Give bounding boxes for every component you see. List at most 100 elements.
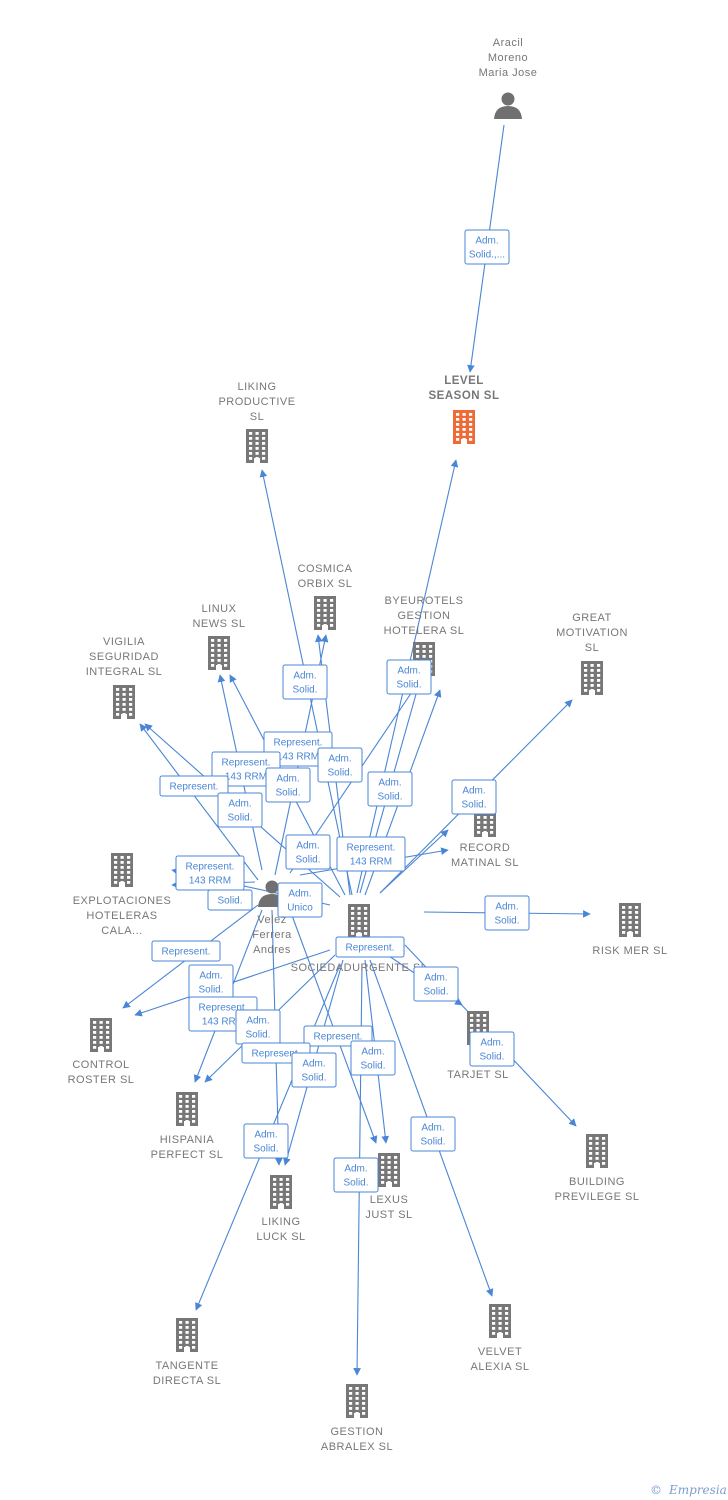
edge-label-text: Adm. [228, 799, 251, 810]
edge-label-6[interactable]: Represent. [159, 775, 229, 797]
edge-label-text: Solid. [301, 1073, 326, 1084]
node-label-line: BYEUROTELS [385, 595, 464, 607]
edge-label-text: Solid. [396, 680, 421, 691]
building-icon [348, 904, 370, 938]
edge-label-4[interactable]: Adm.Solid. [317, 747, 363, 783]
building-icon [586, 1134, 608, 1168]
edge-label-box [291, 1052, 337, 1088]
edge-label-text: Unico [287, 903, 313, 914]
node-riskmer[interactable]: RISK MER SL [592, 903, 667, 957]
node-label-line: TANGENTE [155, 1360, 218, 1372]
copyright-symbol: © [650, 1483, 662, 1497]
edge-label-22[interactable]: Adm.Solid. [235, 1009, 281, 1045]
node-label-line: LEVEL [444, 375, 484, 387]
edge-label-text: Solid. [461, 800, 486, 811]
edge-label-29[interactable]: Adm.Solid. [410, 1116, 456, 1152]
edge-label-text: 143 RRM [202, 1017, 244, 1028]
edge-label-text: Adm. [302, 1059, 325, 1070]
edge-label-30[interactable]: Adm.Solid. [333, 1157, 379, 1193]
node-label-line: Ferrera [252, 929, 292, 941]
node-explotaciones[interactable]: EXPLOTACIONESHOTELERASCALA... [73, 853, 172, 937]
node-label-line: ALEXIA SL [471, 1361, 530, 1373]
edge-label-box [410, 1116, 456, 1152]
edge-label-text: Represent. [162, 947, 211, 958]
building-icon [111, 853, 133, 887]
edge-label-7[interactable]: Adm.Solid. [265, 767, 311, 803]
node-label-line: Andres [253, 944, 291, 956]
edge-label-text: Solid. [227, 813, 252, 824]
edge-label-text: Adm. [424, 973, 447, 984]
building-icon [113, 685, 135, 719]
edge-label-17[interactable]: Represent. [151, 940, 221, 962]
edge-label-13[interactable]: Represent.143 RRM [336, 836, 406, 872]
edge-label-text: Solid.,... [469, 250, 505, 261]
node-label-line: PERFECT SL [151, 1149, 224, 1161]
edge-label-19[interactable]: Adm.Solid. [188, 964, 234, 1000]
edge-label-box [282, 664, 328, 700]
edge-label-20[interactable]: Adm.Solid. [413, 966, 459, 1002]
node-label-line: SEASON SL [429, 390, 500, 402]
edge-label-28[interactable]: Adm.Solid. [243, 1123, 289, 1159]
edge-label-16[interactable]: Adm.Solid. [484, 895, 530, 931]
edge-label-9[interactable]: Adm. Solid. [217, 792, 263, 828]
node-sociedad[interactable]: SOCIEDADURGENTE SL [291, 904, 428, 974]
edge-label-text: Adm. [480, 1038, 503, 1049]
node-label-line: ABRALEX SL [321, 1441, 393, 1453]
edge-label-box [277, 882, 323, 918]
edge-label-text: 143 RRM [277, 752, 319, 763]
edge-label-10[interactable]: Adm.Solid. [451, 779, 497, 815]
edge-label-1[interactable]: Adm.Solid. [282, 664, 328, 700]
edge-label-11[interactable]: Represent.143 RRM [175, 855, 245, 891]
building-icon [208, 636, 230, 670]
building-icon [619, 903, 641, 937]
node-label-line: LINUX [202, 603, 237, 615]
edge-label-box [336, 836, 406, 872]
node-label-line: LIKING [261, 1216, 300, 1228]
edge-label-text: Represent. [186, 862, 235, 873]
edge-label-text: Adm. [288, 889, 311, 900]
node-label-line: SL [585, 642, 599, 654]
node-level[interactable]: LEVEL SEASON SL [429, 375, 500, 444]
edge-label-14[interactable]: Solid. [207, 889, 253, 911]
edge-label-box [451, 779, 497, 815]
edge-label-27[interactable]: Adm.Solid. [469, 1031, 515, 1067]
edge-label-26[interactable]: Adm.Solid. [350, 1040, 396, 1076]
node-label-line: COSMICA [298, 563, 353, 575]
edge-label-0[interactable]: Adm.Solid.,... [464, 229, 510, 265]
node-label-line: VIGILIA [103, 636, 145, 648]
edge-label-text: Adm. [296, 841, 319, 852]
edge-label-2[interactable]: Adm. Solid. [386, 659, 432, 695]
edge-label-31[interactable]: Adm. Solid. [291, 1052, 337, 1088]
edge-label-15[interactable]: Adm. Unico [277, 882, 323, 918]
node-label-line: EXPLOTACIONES [73, 895, 172, 907]
edge-label-18[interactable]: Represent. [335, 936, 405, 958]
edge-label-12[interactable]: Adm.Solid. [285, 834, 331, 870]
edge-label-text: Represent. [314, 1032, 363, 1043]
edge-label-text: Represent. [346, 943, 395, 954]
building-icon [314, 596, 336, 630]
edge-label-3[interactable]: Represent.143 RRM [263, 731, 333, 767]
edge-label-text: Adm. [397, 666, 420, 677]
edge-label-box [151, 940, 221, 962]
node-label-line: GESTION [397, 610, 450, 622]
edge-label-8[interactable]: Adm.Solid. [367, 771, 413, 807]
node-label-line: MOTIVATION [556, 627, 628, 639]
node-label-line: JUST SL [365, 1209, 412, 1221]
edge-label-text: Represent. [199, 1003, 248, 1014]
brand-name: Empresia [668, 1483, 727, 1497]
